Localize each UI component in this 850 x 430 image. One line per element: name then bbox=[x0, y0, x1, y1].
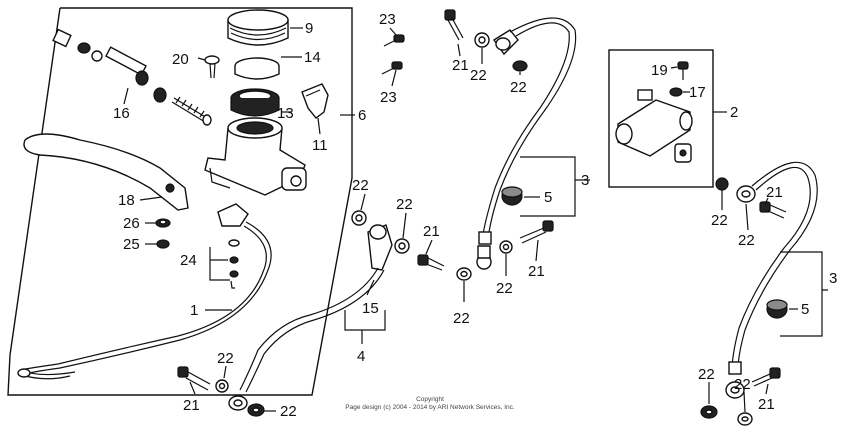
washer-part-22-e[interactable] bbox=[474, 32, 490, 48]
nut-part-26[interactable] bbox=[155, 218, 171, 228]
callout-6: 6 bbox=[358, 107, 366, 124]
bolt-part-23-lower[interactable] bbox=[381, 61, 403, 75]
callout-9: 9 bbox=[305, 20, 313, 37]
callout-26: 26 bbox=[123, 215, 140, 232]
washer-part-22-j[interactable] bbox=[700, 405, 718, 419]
bolt-part-21-d[interactable] bbox=[519, 220, 554, 244]
callout-15: 15 bbox=[362, 300, 379, 317]
callout-23-upper: 23 bbox=[379, 11, 396, 28]
callout-5-right: 5 bbox=[801, 301, 809, 318]
piston-kit-part-16[interactable] bbox=[52, 28, 212, 126]
callout-18: 18 bbox=[118, 192, 135, 209]
joint-part-2[interactable] bbox=[615, 89, 693, 163]
callout-22-b: 22 bbox=[396, 196, 413, 213]
washer-part-22-a[interactable] bbox=[351, 210, 367, 226]
callout-19: 19 bbox=[651, 62, 668, 79]
callout-22-i: 22 bbox=[711, 212, 728, 229]
callout-22-f: 22 bbox=[510, 79, 527, 96]
bracket-part-11[interactable] bbox=[301, 83, 329, 119]
bolt-part-23-upper[interactable] bbox=[383, 34, 405, 47]
bolt-part-21-b[interactable] bbox=[177, 366, 211, 391]
brake-hose-part-3-lower[interactable] bbox=[725, 161, 818, 399]
bolt-part-21-a[interactable] bbox=[417, 254, 445, 271]
callout-24: 24 bbox=[180, 252, 197, 269]
callout-3-right: 3 bbox=[829, 270, 837, 287]
grommet-part-5-b[interactable] bbox=[766, 299, 788, 319]
callout-3-center: 3 bbox=[581, 172, 589, 189]
callout-labels: 9 14 13 20 16 11 6 18 26 25 24 1 23 23 2… bbox=[113, 11, 837, 420]
grommet-part-5-a[interactable] bbox=[501, 186, 523, 206]
callout-21-d: 21 bbox=[528, 263, 545, 280]
bolt-part-19[interactable] bbox=[677, 61, 689, 80]
callout-22-a: 22 bbox=[352, 177, 369, 194]
washer-part-22-d[interactable] bbox=[247, 403, 265, 417]
callout-21-b: 21 bbox=[183, 397, 200, 414]
callout-21-c: 21 bbox=[452, 57, 469, 74]
switch-hardware-part-24[interactable] bbox=[228, 239, 240, 289]
copyright-footer: Copyright Page design (c) 2004 - 2014 by… bbox=[300, 396, 560, 412]
callout-25: 25 bbox=[123, 236, 140, 253]
callout-22-c: 22 bbox=[217, 350, 234, 367]
callout-21-f: 21 bbox=[758, 396, 775, 413]
callout-11: 11 bbox=[312, 137, 328, 154]
washer-part-17[interactable] bbox=[669, 87, 683, 97]
nut-part-25[interactable] bbox=[156, 239, 170, 249]
callout-21-a: 21 bbox=[423, 223, 440, 240]
pressure-switch-group-border bbox=[608, 49, 714, 188]
callout-23-lower: 23 bbox=[380, 89, 397, 106]
callout-21-e: 21 bbox=[766, 184, 783, 201]
bolt-part-21-f[interactable] bbox=[751, 367, 781, 387]
callout-17: 17 bbox=[689, 84, 706, 101]
washer-part-22-c[interactable] bbox=[215, 379, 229, 393]
callout-22-d: 22 bbox=[280, 403, 297, 420]
washer-part-22-i[interactable] bbox=[715, 177, 729, 191]
copyright-line-2: Page design (c) 2004 - 2014 by ARI Netwo… bbox=[345, 404, 515, 411]
washer-part-22-g[interactable] bbox=[456, 267, 472, 281]
callout-14: 14 bbox=[304, 49, 321, 66]
callout-20: 20 bbox=[172, 51, 189, 68]
callout-22-h: 22 bbox=[496, 280, 513, 297]
stop-switch-cable-part-1[interactable] bbox=[17, 203, 272, 380]
callout-22-j: 22 bbox=[738, 232, 755, 249]
callout-22-g: 22 bbox=[453, 310, 470, 327]
washer-part-22-k[interactable] bbox=[737, 412, 753, 426]
diaphragm-part-13[interactable] bbox=[230, 88, 280, 117]
callout-16: 16 bbox=[113, 105, 130, 122]
callout-22-l: 22 bbox=[734, 376, 751, 393]
callout-2: 2 bbox=[730, 104, 738, 121]
screw-part-20[interactable] bbox=[204, 55, 220, 79]
diaphragm-plate-part-14[interactable] bbox=[234, 57, 280, 80]
bolt-part-21-c[interactable] bbox=[444, 9, 464, 41]
reservoir-cap-part-9[interactable] bbox=[227, 9, 289, 46]
callout-1: 1 bbox=[190, 302, 198, 319]
callout-22-k: 22 bbox=[698, 366, 715, 383]
callout-13: 13 bbox=[277, 105, 294, 122]
callout-4: 4 bbox=[357, 348, 365, 365]
bolt-part-21-e[interactable] bbox=[759, 201, 787, 219]
master-cylinder-body[interactable] bbox=[204, 117, 307, 196]
brake-hose-part-15[interactable] bbox=[228, 224, 393, 411]
washer-part-22-b[interactable] bbox=[394, 238, 410, 254]
callout-22-e: 22 bbox=[470, 67, 487, 84]
copyright-line-1: Copyright bbox=[416, 396, 444, 403]
callout-5-center: 5 bbox=[544, 189, 552, 206]
brake-hose-part-3-upper[interactable] bbox=[476, 17, 577, 270]
brake-lever-part-18[interactable] bbox=[23, 133, 189, 211]
master-cylinder-group-border bbox=[7, 7, 353, 396]
washer-part-22-h[interactable] bbox=[499, 240, 513, 254]
washer-part-22-f[interactable] bbox=[512, 60, 528, 72]
